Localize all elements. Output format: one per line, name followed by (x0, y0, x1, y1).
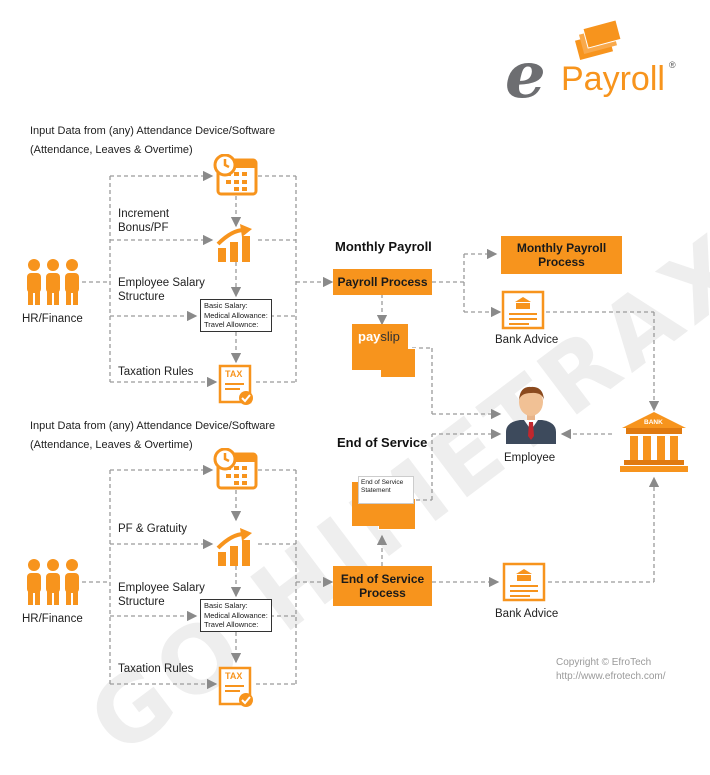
top-input-line2: (Attendance, Leaves & Overtime) (30, 144, 193, 156)
top-bank-advice-label: Bank Advice (495, 334, 559, 346)
top-input-heading: Input Data from (any) Attendance Device/… (30, 122, 275, 160)
top-step2-line2: Bonus/PF (118, 222, 169, 234)
monthly-payroll-process-box: Monthly Payroll Process (501, 236, 622, 274)
monthly-payroll-title: Monthly Payroll (335, 239, 432, 254)
tax-icon-text: TAX (225, 671, 243, 681)
bottom-input-line2: (Attendance, Leaves & Overtime) (30, 439, 193, 451)
bank-building-icon: BANK (620, 410, 688, 472)
end-of-service-process-box: End of Service Process (333, 566, 432, 606)
monthly-payroll-out-line1: Monthly Payroll (516, 241, 607, 255)
bottom-input-line1: Input Data from (any) Attendance Device/… (30, 420, 276, 432)
bank-advice-document-icon (501, 290, 545, 330)
eos-statement-icon: End of Service Statement (352, 476, 418, 534)
medical-allowance-field: Medical Allowance: (204, 610, 268, 620)
bottom-hr-label: HR/Finance (22, 613, 83, 625)
top-hr-label: HR/Finance (22, 313, 83, 325)
bottom-input-heading: Input Data from (any) Attendance Device/… (30, 417, 275, 455)
top-step2-line1: Increment (118, 208, 170, 220)
top-step2-label: Increment Bonus/PF (118, 207, 169, 235)
eos-process-line2: Process (359, 586, 406, 600)
bottom-salary-structure-label: Employee Salary Structure (118, 581, 205, 609)
top-input-line1: Input Data from (any) Attendance Device/… (30, 125, 276, 137)
employee-label: Employee (504, 452, 556, 464)
money-stack-icon (574, 20, 622, 61)
top-salary-line2: Structure (118, 291, 165, 303)
travel-allowance-field: Travel Allownce: (204, 320, 259, 329)
top-salary-line1: Employee Salary (118, 277, 205, 289)
calendar-icon (212, 448, 258, 490)
basic-salary-field: Basic Salary: (204, 601, 248, 610)
payroll-process-box: Payroll Process (333, 269, 432, 295)
hr-people-icon (24, 257, 82, 305)
salary-structure-box: Basic Salary: Medical Allowance: Travel … (200, 599, 272, 632)
growth-chart-icon (212, 222, 258, 262)
travel-allowance-field: Travel Allownce: (204, 620, 259, 629)
logo-registered: ® (669, 60, 676, 70)
salary-structure-box: Basic Salary: Medical Allowance: Travel … (200, 299, 272, 332)
payroll-process-label: Payroll Process (337, 275, 428, 289)
monthly-payroll-out-line2: Process (538, 255, 585, 269)
calendar-icon (212, 154, 258, 196)
bank-advice-document-icon (502, 562, 546, 602)
bank-text: BANK (644, 419, 663, 426)
eos-statement-line2: Statement (361, 487, 391, 494)
eos-statement-line1: End of Service (361, 479, 404, 486)
payslip-pay-text: pay (358, 329, 381, 344)
logo-text: Payroll (561, 60, 665, 98)
growth-chart-icon (212, 526, 258, 566)
medical-allowance-field: Medical Allowance: (204, 310, 268, 320)
bottom-step2-label: PF & Gratuity (118, 523, 188, 535)
copyright-url: http://www.efrotech.com/ (556, 671, 666, 682)
logo-e: e (505, 38, 546, 113)
eos-process-line1: End of Service (340, 572, 425, 586)
copyright-line1: Copyright © EfroTech (556, 657, 652, 668)
bottom-salary-line2: Structure (118, 596, 165, 608)
copyright: Copyright © EfroTech http://www.efrotech… (556, 656, 666, 684)
tax-icon: TAX (218, 666, 256, 708)
end-of-service-title: End of Service (337, 435, 428, 450)
epayroll-logo: e Payroll ® (505, 20, 685, 113)
bottom-salary-line1: Employee Salary (118, 582, 205, 594)
tax-icon-text: TAX (225, 369, 243, 379)
tax-icon: TAX (218, 364, 256, 406)
top-taxation-label: Taxation Rules (118, 366, 194, 378)
bottom-taxation-label: Taxation Rules (118, 663, 194, 675)
bottom-bank-advice-label: Bank Advice (495, 608, 559, 620)
basic-salary-field: Basic Salary: (204, 301, 248, 310)
hr-people-icon (24, 557, 82, 605)
payslip-icon: payslip (352, 324, 416, 382)
payslip-slip-text: slip (380, 329, 400, 344)
employee-avatar-icon (502, 384, 560, 444)
top-salary-structure-label: Employee Salary Structure (118, 276, 205, 304)
